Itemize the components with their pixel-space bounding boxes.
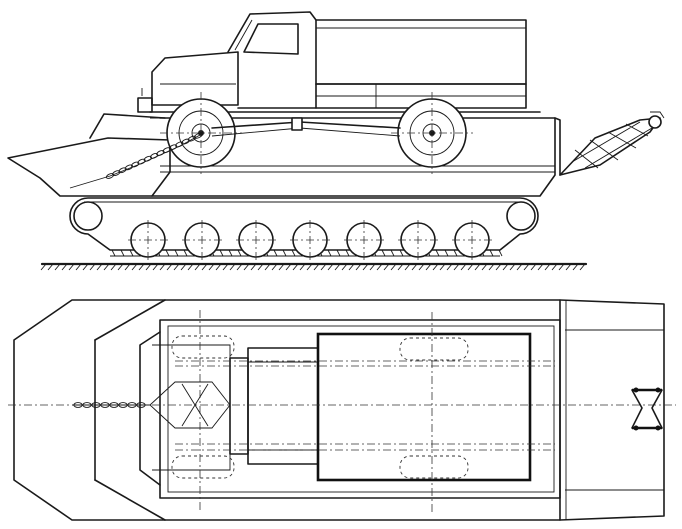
tow-chain-side bbox=[69, 132, 203, 189]
rear-hook bbox=[648, 115, 662, 129]
road-wheel bbox=[398, 220, 438, 260]
side-elevation-view bbox=[7, 11, 665, 271]
road-wheel bbox=[344, 220, 384, 260]
carrier-hull bbox=[7, 113, 561, 197]
rear-winch-net bbox=[559, 111, 665, 176]
plan-deck bbox=[159, 319, 561, 499]
track-assembly bbox=[69, 197, 539, 260]
front-idler-wheel bbox=[73, 201, 103, 231]
road-wheel bbox=[236, 220, 276, 260]
rear-anchor-plan bbox=[631, 387, 663, 431]
plan-cargo-bed bbox=[316, 332, 532, 482]
plan-truck-front bbox=[152, 344, 319, 471]
ground-line bbox=[40, 262, 588, 271]
top-plan-view bbox=[8, 299, 676, 521]
plan-truck-wheels bbox=[171, 335, 469, 479]
road-wheel bbox=[290, 220, 330, 260]
road-wheel bbox=[182, 220, 222, 260]
road-wheel bbox=[128, 220, 168, 260]
drive-shaft bbox=[211, 117, 401, 137]
truck-rear-wheel bbox=[391, 92, 473, 174]
cab-window bbox=[243, 23, 299, 55]
truck-body bbox=[137, 11, 541, 119]
road-wheel bbox=[452, 220, 492, 260]
plan-rear-section bbox=[559, 299, 665, 521]
rear-drive-sprocket bbox=[506, 201, 536, 231]
tow-chain-plan bbox=[72, 381, 231, 429]
